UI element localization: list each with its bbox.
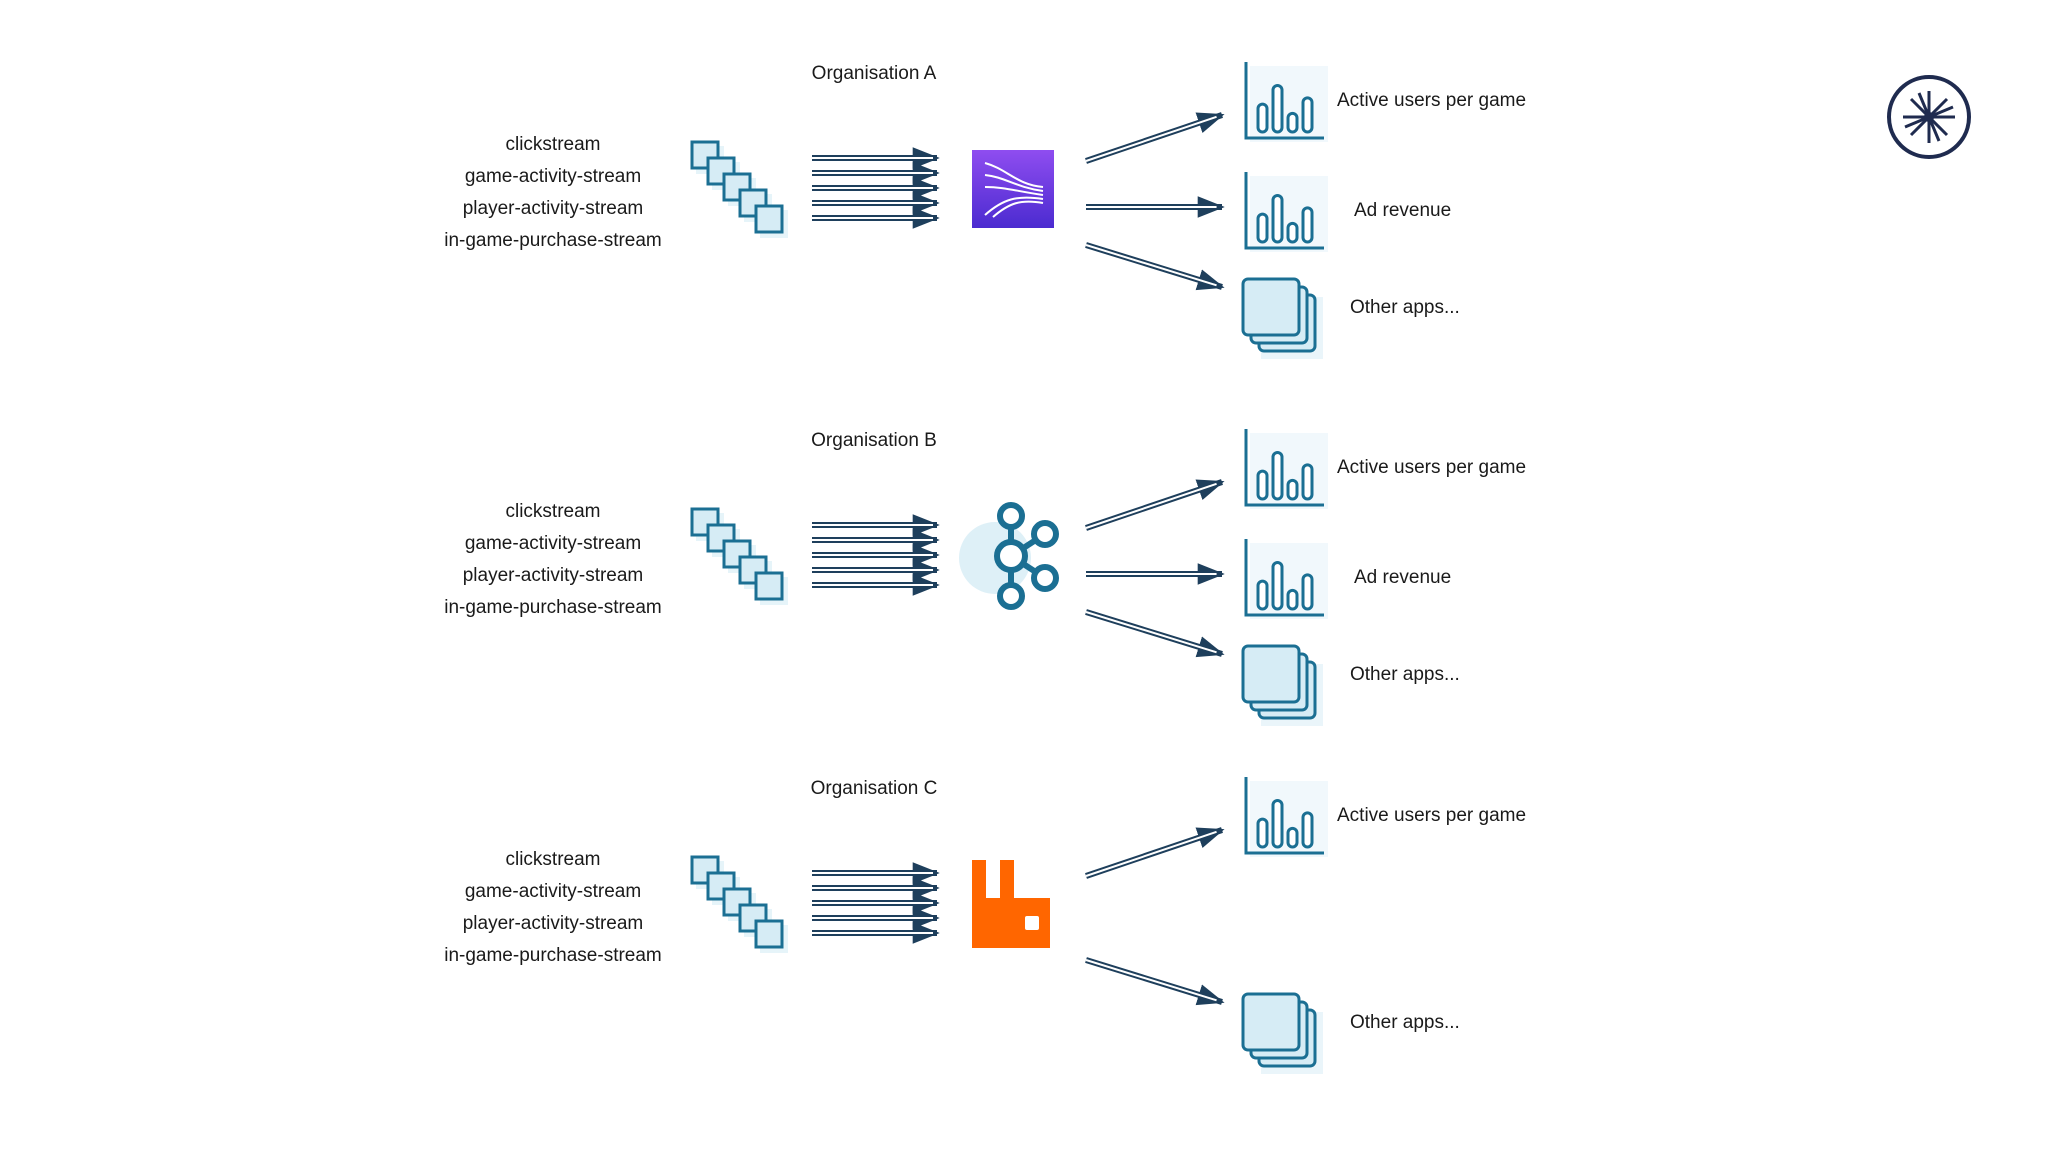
fan-out-arrow [1085,112,1225,164]
bar-chart-icon [1244,429,1328,509]
kinesis-icon [972,150,1054,228]
stream-label: clickstream [505,134,601,155]
output-label: Other apps... [1350,664,1460,685]
fan-out-arrow [1085,479,1225,531]
output-label: Ad revenue [1354,567,1452,588]
bar-chart-icon [1244,539,1328,619]
output-label: Active users per game [1337,805,1527,826]
output-label: Other apps... [1350,297,1460,318]
stream-label: game-activity-stream [464,166,642,187]
stream-label: player-activity-stream [462,198,644,219]
stream-label: in-game-purchase-stream [444,230,662,251]
stream-label: player-activity-stream [462,913,644,934]
rabbitmq-icon [972,860,1050,948]
stream-label: player-activity-stream [462,565,644,586]
stream-label: clickstream [505,849,601,870]
event-stream-icon [690,855,788,953]
stacked-apps-icon [1241,992,1323,1074]
fan-out-arrow [1085,242,1225,291]
bar-chart-icon [1244,777,1328,857]
output-label: Active users per game [1337,90,1527,111]
bar-chart-icon [1244,62,1328,142]
organisation-title: Organisation B [811,430,937,451]
stream-label: game-activity-stream [464,533,642,554]
arrow-bundle [812,147,940,229]
fan-out-arrow [1085,827,1225,879]
stream-label: game-activity-stream [464,881,642,902]
arrow-bundle [812,514,940,596]
stacked-apps-icon [1241,644,1323,726]
stream-label: in-game-purchase-stream [444,945,662,966]
confluent-logo-icon [1887,75,1971,159]
kafka-icon [959,502,1059,610]
arrow-bundle [812,862,940,944]
organisation-title: Organisation A [811,63,937,84]
bar-chart-icon [1244,172,1328,252]
output-label: Ad revenue [1354,200,1452,221]
output-label: Other apps... [1350,1012,1460,1033]
organisation-title: Organisation C [810,778,938,799]
event-stream-icon [690,507,788,605]
event-stream-icon [690,140,788,238]
stacked-apps-icon [1241,277,1323,359]
stream-label: in-game-purchase-stream [444,597,662,618]
fan-out-arrow [1085,609,1225,658]
stream-label: clickstream [505,501,601,522]
fan-out-arrow [1085,957,1225,1006]
output-label: Active users per game [1337,457,1527,478]
